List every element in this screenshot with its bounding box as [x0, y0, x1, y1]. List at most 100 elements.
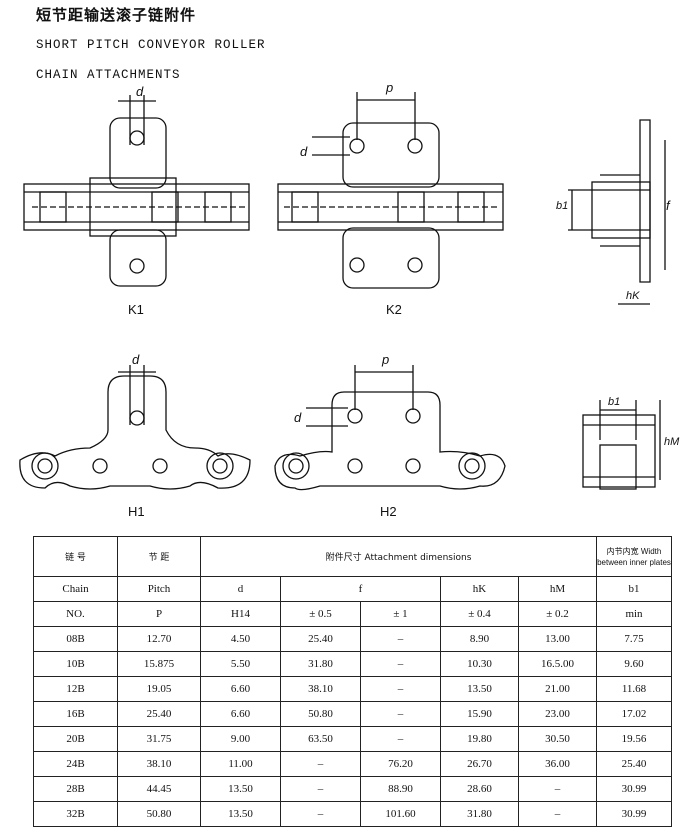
table-cell: 30.50 [518, 726, 597, 752]
h1-label: H1 [128, 504, 145, 519]
table-cell: 63.50 [280, 726, 361, 752]
table-cell: 19.80 [440, 726, 519, 752]
header-tol-f2: ± 1 [360, 601, 441, 627]
table-cell: 50.80 [117, 801, 201, 827]
table-cell: 08B [33, 626, 118, 652]
table-cell: 13.50 [440, 676, 519, 702]
table-cell: 10.30 [440, 651, 519, 677]
table-cell: – [360, 701, 441, 727]
table-cell: 5.50 [200, 651, 281, 677]
k1-d-label: d [136, 84, 144, 99]
table-cell: – [518, 801, 597, 827]
k2-d-label: d [300, 144, 308, 159]
h2-p-label: p [382, 352, 390, 367]
table-cell: 19.05 [117, 676, 201, 702]
h1-d-label: d [132, 352, 140, 367]
table-cell: – [360, 726, 441, 752]
table-cell: 30.99 [596, 801, 672, 827]
header-pitch-cn: 节 距 [117, 536, 201, 577]
table-cell: 50.80 [280, 701, 361, 727]
header-hk: hK [440, 576, 519, 602]
table-cell: 32B [33, 801, 118, 827]
table-cell: – [360, 651, 441, 677]
table-cell: 16B [33, 701, 118, 727]
table-cell: 25.40 [117, 701, 201, 727]
page-title-cn: 短节距输送滚子链附件 [36, 6, 197, 24]
table-cell: 10B [33, 651, 118, 677]
side-b1-label: b1 [556, 200, 569, 212]
table-cell: 36.00 [518, 751, 597, 777]
table-cell: 15.90 [440, 701, 519, 727]
header-attachment-dimensions: 附件尺寸 Attachment dimensions [200, 536, 597, 577]
table-cell: 44.45 [117, 776, 201, 802]
h1-drawing [19, 365, 251, 490]
table-cell: 8.90 [440, 626, 519, 652]
table-cell: – [280, 776, 361, 802]
table-cell: 25.40 [596, 751, 672, 777]
header-tol-f1: ± 0.5 [280, 601, 361, 627]
h-side-view-drawing [582, 400, 661, 490]
table-cell: 19.56 [596, 726, 672, 752]
k2-label: K2 [386, 302, 402, 317]
table-cell: 31.80 [280, 651, 361, 677]
table-cell: 38.10 [117, 751, 201, 777]
h2-d-label: d [294, 410, 302, 425]
header-tol-hm: ± 0.2 [518, 601, 597, 627]
table-cell: 38.10 [280, 676, 361, 702]
side-hk-label: hK [626, 290, 640, 302]
table-cell: 20B [33, 726, 118, 752]
table-cell: 76.20 [360, 751, 441, 777]
k1-drawing [23, 95, 250, 287]
page-title-en-line1: SHORT PITCH CONVEYOR ROLLER [36, 38, 266, 52]
table-cell: 6.60 [200, 676, 281, 702]
header-width-between: 内节内宽 Width between inner plates [596, 536, 672, 577]
table-cell: 88.90 [360, 776, 441, 802]
side-f-label: f [666, 198, 670, 213]
h2-drawing [274, 365, 506, 491]
header-min: min [596, 601, 672, 627]
table-cell: 9.60 [596, 651, 672, 677]
h2-label: H2 [380, 504, 397, 519]
header-chain-cn: 链 号 [33, 536, 118, 577]
table-cell: 16.5.00 [518, 651, 597, 677]
table-cell: – [360, 626, 441, 652]
attachment-drawings [19, 92, 666, 491]
k2-p-label: p [386, 80, 394, 95]
table-cell: 21.00 [518, 676, 597, 702]
table-cell: – [280, 801, 361, 827]
hside-b1-label: b1 [608, 396, 621, 408]
header-b1: b1 [596, 576, 672, 602]
hside-hm-label: hM [664, 436, 680, 448]
table-cell: 23.00 [518, 701, 597, 727]
header-hm: hM [518, 576, 597, 602]
table-cell: 4.50 [200, 626, 281, 652]
header-tol-hk: ± 0.4 [440, 601, 519, 627]
k1-label: K1 [128, 302, 144, 317]
table-cell: 31.75 [117, 726, 201, 752]
table-cell: 9.00 [200, 726, 281, 752]
table-cell: 7.75 [596, 626, 672, 652]
header-no: NO. [33, 601, 118, 627]
dimensions-table: 链 号 节 距 附件尺寸 Attachment dimensions 内节内宽 … [33, 536, 672, 827]
table-cell: 11.68 [596, 676, 672, 702]
table-cell: 31.80 [440, 801, 519, 827]
k2-drawing [277, 92, 504, 289]
table-cell: – [518, 776, 597, 802]
table-cell: – [360, 676, 441, 702]
header-chain: Chain [33, 576, 118, 602]
header-f: f [280, 576, 441, 602]
table-cell: 25.40 [280, 626, 361, 652]
header-h14: H14 [200, 601, 281, 627]
table-cell: 24B [33, 751, 118, 777]
table-cell: 11.00 [200, 751, 281, 777]
table-cell: 15.875 [117, 651, 201, 677]
